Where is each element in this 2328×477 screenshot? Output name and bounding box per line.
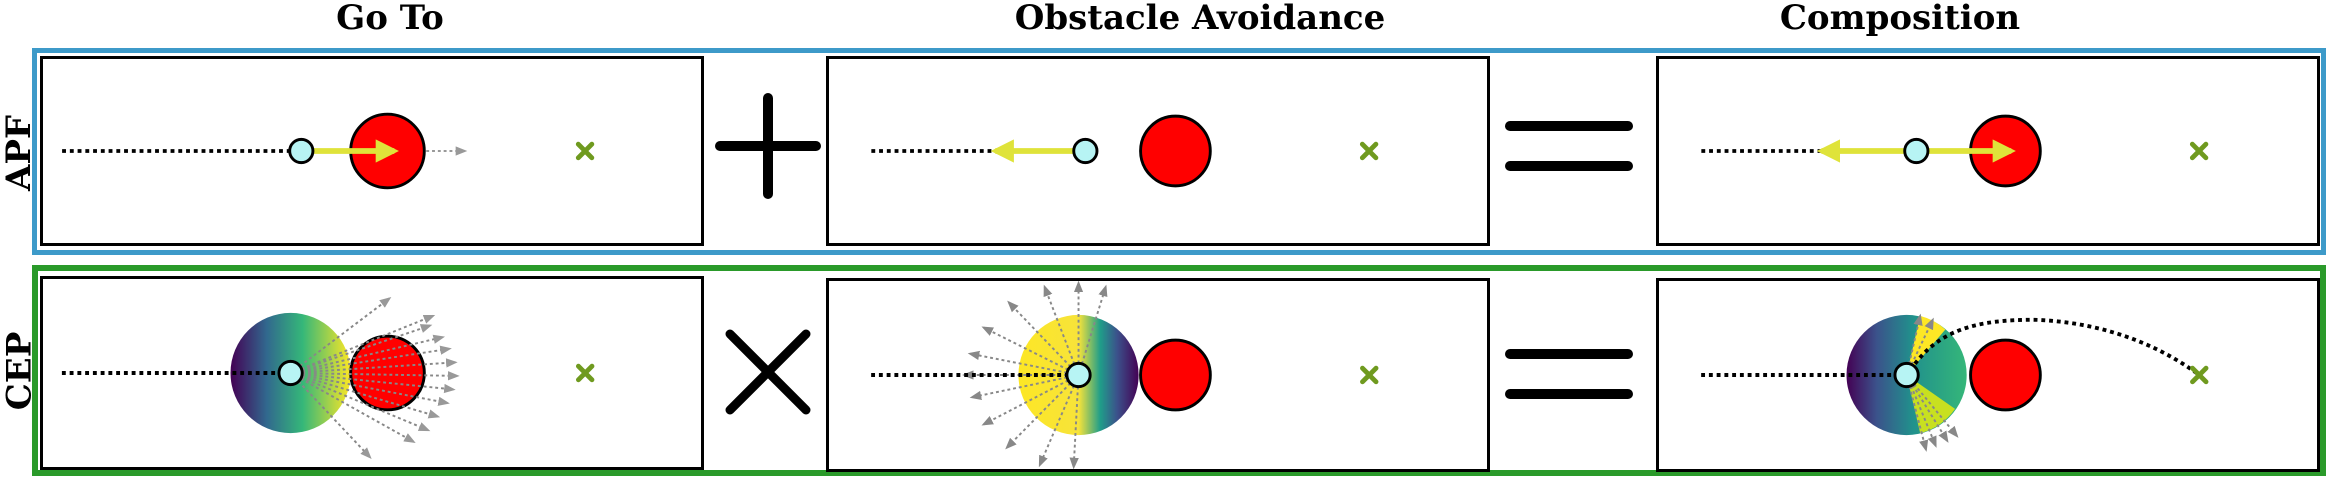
column-title-goto: Go To bbox=[336, 0, 444, 38]
obstacle-circle bbox=[1139, 114, 1212, 188]
agent-circle bbox=[1065, 361, 1092, 389]
cep-goto-panel bbox=[40, 276, 704, 470]
apf-obstacle-panel bbox=[826, 56, 1490, 246]
goal-cross bbox=[2189, 141, 2209, 161]
goal-cross bbox=[1360, 365, 1379, 385]
agent-circle bbox=[1893, 361, 1920, 389]
goal-cross bbox=[2190, 365, 2209, 385]
equals-operator-2 bbox=[1502, 344, 1636, 404]
apf-composition-panel bbox=[1656, 56, 2320, 246]
cep-goto-diagram bbox=[61, 296, 595, 460]
goal-cross bbox=[1359, 141, 1379, 161]
obstacle-circle bbox=[1969, 338, 2042, 412]
obstacle-circle bbox=[1139, 338, 1212, 412]
apf-goto-diagram bbox=[62, 112, 595, 190]
agent-circle bbox=[1903, 137, 1930, 165]
cep-composition-diagram bbox=[1701, 313, 2209, 452]
cep-obstacle-diagram bbox=[871, 281, 1379, 469]
goal-cross bbox=[575, 363, 595, 383]
column-title-composition: Composition bbox=[1779, 0, 2021, 38]
goal-cross bbox=[575, 141, 595, 161]
equals-operator bbox=[1502, 116, 1636, 176]
cep-obstacle-panel bbox=[826, 278, 1490, 472]
times-operator bbox=[722, 326, 814, 418]
apf-obstacle-diagram bbox=[871, 114, 1379, 188]
agent-circle bbox=[1072, 137, 1099, 165]
cep-row-frame bbox=[32, 265, 2326, 476]
sampled-directions bbox=[289, 296, 460, 460]
planned-trajectory bbox=[1908, 317, 2201, 377]
column-title-obstacle: Obstacle Avoidance bbox=[1014, 0, 1386, 38]
agent-circle bbox=[288, 137, 315, 165]
sampled-directions bbox=[961, 281, 1108, 469]
apf-composition-diagram bbox=[1701, 114, 2209, 188]
apf-goto-panel bbox=[40, 56, 704, 246]
agent-circle bbox=[277, 359, 304, 387]
apf-row-frame bbox=[32, 48, 2326, 255]
plus-operator bbox=[712, 90, 824, 202]
obstacle-circle bbox=[349, 334, 426, 412]
cep-composition-panel bbox=[1656, 278, 2320, 472]
